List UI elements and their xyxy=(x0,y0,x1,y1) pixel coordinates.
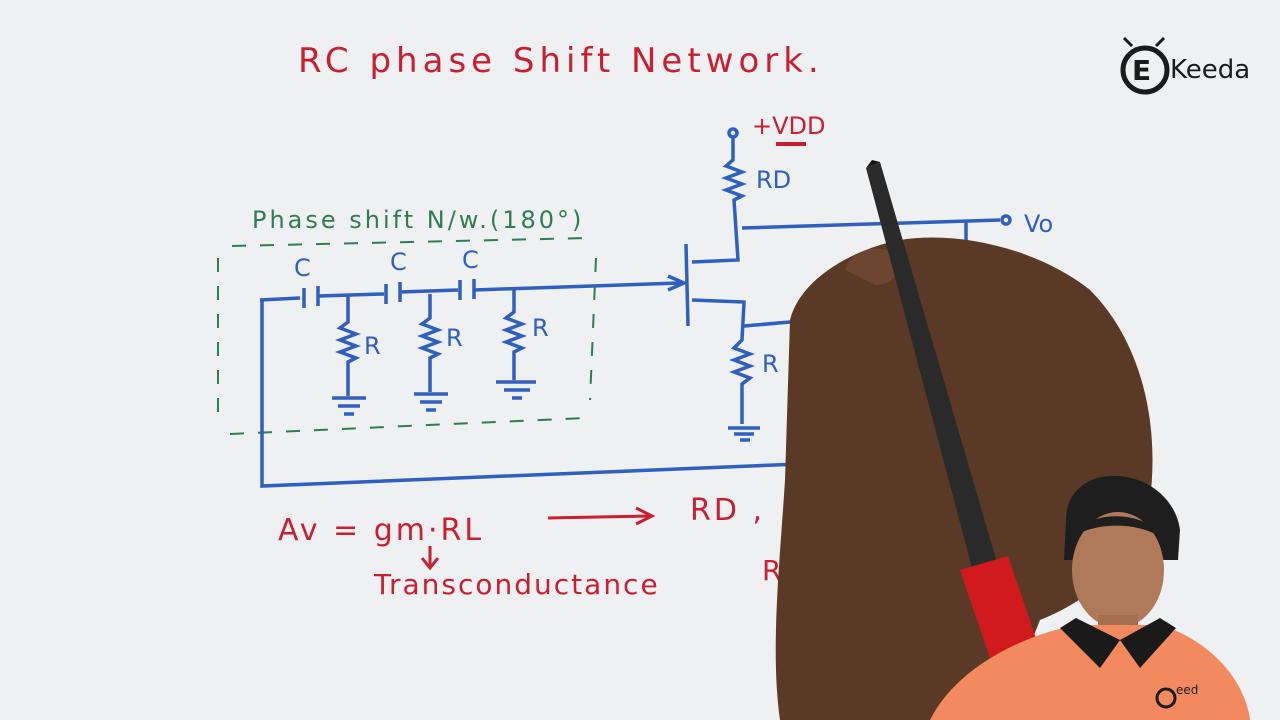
shirt xyxy=(930,625,1250,720)
collar xyxy=(1060,618,1176,668)
fet-amplifier xyxy=(684,127,1012,442)
capacitor-label-2: C xyxy=(390,248,407,276)
vo-label: Vo xyxy=(1024,210,1053,238)
logo-ring xyxy=(1120,45,1170,95)
transconductance-label: Transconductance xyxy=(373,568,660,601)
rd-label: RD xyxy=(756,166,791,194)
resistor-label-1: R xyxy=(364,332,381,360)
dashed-network-box xyxy=(217,237,597,435)
capacitor-label-3: C xyxy=(462,246,479,274)
ekeeda-logo: E Keeda xyxy=(1120,36,1250,95)
resistor-label-2: R xyxy=(446,324,463,352)
title: RC phase Shift Network. xyxy=(298,41,824,81)
logo-e: E xyxy=(1132,54,1151,87)
equation-arrow xyxy=(547,506,656,526)
capacitor-label-1: C xyxy=(294,254,311,282)
face xyxy=(1072,512,1164,628)
vdd-label: +VDD xyxy=(752,112,826,140)
down-arrow xyxy=(420,546,440,571)
shirt-logo-text: eed xyxy=(1176,683,1198,697)
rc-ladder xyxy=(259,274,801,488)
presenter-inset: eed xyxy=(930,475,1250,720)
marker-pen xyxy=(866,160,1040,664)
partial-r-label: R xyxy=(762,554,781,587)
phase-shift-label: Phase shift N/w.(180°) xyxy=(252,206,584,234)
logo-text: Keeda xyxy=(1170,55,1250,85)
source-resistor-label: R xyxy=(762,350,779,378)
equation-result: RD , xyxy=(690,493,765,528)
gain-equation: Av = gm·RL xyxy=(278,513,484,548)
shirt-logo-icon xyxy=(1155,687,1177,709)
resistor-label-3: R xyxy=(532,314,549,342)
